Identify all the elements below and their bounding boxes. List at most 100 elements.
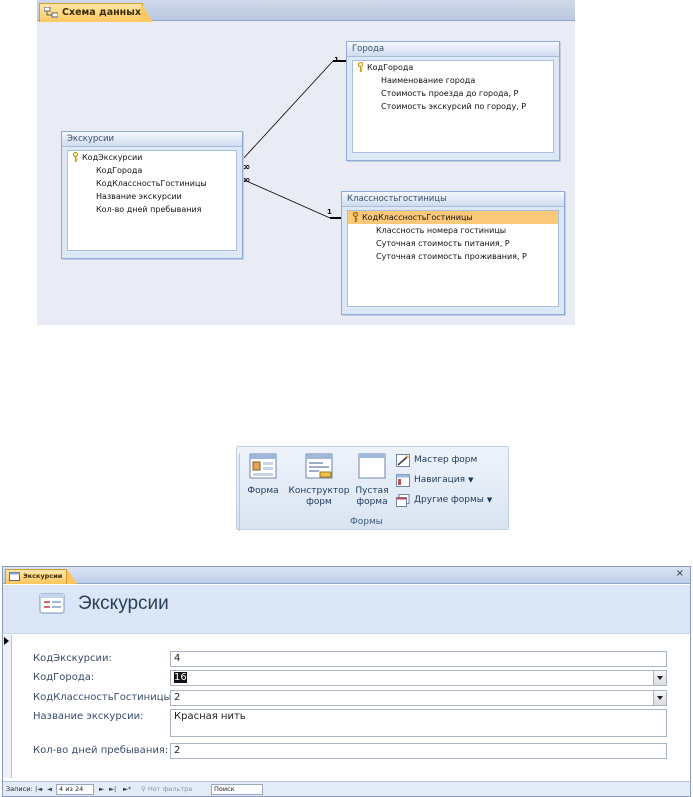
prev-record-button[interactable]: ◄	[47, 785, 52, 793]
filter-status[interactable]: ⚲ Нет фильтра	[141, 782, 192, 796]
table-title[interactable]: Экскурсии	[62, 132, 242, 147]
navigation-button[interactable]: Навигация▼	[396, 472, 473, 489]
tab-ekskursii-form[interactable]: Экскурсии	[5, 569, 67, 584]
records-label: Записи:	[6, 785, 33, 793]
field-label: Суточная стоимость питания, Р	[376, 239, 510, 248]
form-detail: КодЭкскурсии: 4 КодГорода: 16 КодКлассно…	[13, 635, 690, 778]
form-window: Экскурсии × Экскурсии КодЭкскурсии: 4 Ко…	[2, 566, 691, 797]
blank-form-label-2: форма	[356, 497, 388, 507]
form-tab-label: Экскурсии	[23, 572, 63, 580]
field-list: КодКлассностьГостиницы Классность номера…	[347, 210, 559, 307]
field-label: Стоимость проезда до города, Р	[381, 89, 519, 98]
search-input[interactable]: Поиск	[211, 784, 263, 795]
schema-tab-label: Схема данных	[62, 7, 141, 18]
field-item[interactable]: КодКлассностьГостиницы	[68, 177, 236, 190]
field-item[interactable]: Кол-во дней пребывания	[68, 203, 236, 216]
field-item[interactable]: Наименование города	[353, 74, 553, 87]
form-wizard-button[interactable]: Мастер форм	[396, 452, 477, 469]
field-list: КодЭкскурсии КодГорода КодКлассностьГост…	[67, 150, 237, 251]
record-selector[interactable]	[3, 635, 12, 778]
relation-one-klassnost: 1	[327, 208, 332, 216]
relation-one-goroda: 1	[334, 56, 339, 64]
field-item[interactable]: Суточная стоимость питания, Р	[348, 237, 558, 250]
ribbon-group-label: Формы	[350, 517, 383, 527]
chevron-down-icon[interactable]	[653, 671, 666, 685]
field-label: Стоимость экскурсий по городу, Р	[381, 102, 527, 111]
tab-schema[interactable]: Схема данных	[39, 3, 143, 22]
relation-line-klassnost	[241, 178, 331, 219]
field-label: КодГорода	[367, 63, 414, 72]
record-position-input[interactable]: 4 из 24	[56, 784, 94, 795]
field-label: Название экскурсии	[96, 192, 182, 201]
field-item[interactable]: КодГорода	[68, 164, 236, 177]
kod-ekskursii-value: 4	[174, 653, 181, 664]
field-item[interactable]: Название экскурсии	[68, 190, 236, 203]
chevron-down-icon: ▼	[486, 496, 493, 504]
blank-form-icon	[358, 453, 386, 479]
ribbon-separator	[239, 453, 240, 531]
first-record-button[interactable]: |◄	[35, 785, 43, 793]
dni-field[interactable]: 2	[170, 743, 667, 759]
form-icon	[9, 572, 20, 581]
field-label: КодГорода	[96, 166, 143, 175]
field-item[interactable]: Классность номера гостиницы	[348, 224, 558, 237]
field-item[interactable]: Стоимость проезда до города, Р	[353, 87, 553, 100]
field-label: КодКлассностьГостиницы	[362, 213, 473, 222]
filter-label: Нет фильтра	[147, 785, 193, 793]
nazvanie-field[interactable]: Красная нить	[170, 709, 667, 737]
current-record-arrow-icon	[4, 637, 9, 645]
table-ekskursii[interactable]: Экскурсии КодЭкскурсии КодГорода КодКлас…	[61, 131, 243, 259]
new-record-button[interactable]: ►*	[123, 785, 132, 793]
field-label: КодКлассностьГостиницы	[96, 179, 207, 188]
dni-label: Кол-во дней пребывания:	[33, 745, 169, 756]
blank-form-label-1: Пустая	[355, 486, 389, 496]
field-item[interactable]: Стоимость экскурсий по городу, Р	[353, 100, 553, 113]
table-goroda[interactable]: Города КодГорода Наименование города Сто…	[346, 41, 560, 161]
field-label: КодЭкскурсии	[82, 153, 143, 162]
nazvanie-value: Красная нить	[174, 711, 246, 722]
dni-value: 2	[174, 745, 181, 756]
field-label: Суточная стоимость проживания, Р	[376, 252, 527, 261]
page-title: Экскурсии	[78, 593, 169, 614]
kod-ekskursii-label: КодЭкскурсии:	[33, 653, 112, 664]
table-title[interactable]: Классностьгостиницы	[342, 192, 564, 207]
next-record-button[interactable]: ►	[99, 785, 104, 793]
kod-ekskursii-field[interactable]: 4	[170, 651, 667, 667]
form-button-label: Форма	[247, 486, 279, 496]
more-forms-button[interactable]: Другие формы▼	[396, 492, 492, 509]
table-title[interactable]: Города	[347, 42, 559, 57]
field-item[interactable]: КодГорода	[353, 61, 553, 74]
kod-goroda-value: 16	[174, 672, 187, 683]
form-button[interactable]: Форма	[245, 453, 281, 497]
field-list: КодГорода Наименование города Стоимость …	[352, 60, 554, 153]
key-icon	[352, 212, 359, 222]
wand-icon	[396, 454, 410, 467]
last-record-button[interactable]: ►|	[109, 785, 117, 793]
more-forms-label: Другие формы	[414, 495, 484, 505]
field-label: Наименование города	[381, 76, 476, 85]
form-design-icon	[305, 453, 333, 479]
field-item[interactable]: КодЭкскурсии	[68, 151, 236, 164]
more-forms-icon	[396, 494, 410, 507]
relation-line-goroda	[241, 60, 334, 161]
form-design-button[interactable]: Конструктор форм	[285, 453, 353, 508]
chevron-down-icon: ▼	[468, 476, 474, 484]
kod-goroda-combo[interactable]: 16	[170, 670, 667, 686]
kod-goroda-label: КодГорода:	[33, 672, 95, 683]
kod-klassnosti-combo[interactable]: 2	[170, 690, 667, 706]
chevron-down-icon[interactable]	[653, 691, 666, 705]
field-item-selected[interactable]: КодКлассностьГостиницы	[348, 211, 558, 224]
form-tab-bar: Экскурсии ×	[3, 567, 690, 584]
record-navigation-bar: Записи: |◄ ◄ 4 из 24 ► ►| ►* ⚲ Нет фильт…	[3, 781, 690, 796]
relation-many-goroda: ∞	[242, 162, 250, 173]
tab-edge	[141, 3, 153, 22]
navigation-label: Навигация	[414, 475, 466, 485]
relation-many-klassnost: ∞	[242, 175, 250, 186]
table-klassnost[interactable]: Классностьгостиницы КодКлассностьГостини…	[341, 191, 565, 315]
form-wizard-label: Мастер форм	[414, 455, 478, 465]
form-header: Экскурсии	[3, 585, 690, 634]
close-icon[interactable]: ×	[675, 568, 684, 579]
field-item[interactable]: Суточная стоимость проживания, Р	[348, 250, 558, 263]
form-design-label-1: Конструктор	[288, 486, 350, 496]
blank-form-button[interactable]: Пустая форма	[353, 453, 391, 508]
